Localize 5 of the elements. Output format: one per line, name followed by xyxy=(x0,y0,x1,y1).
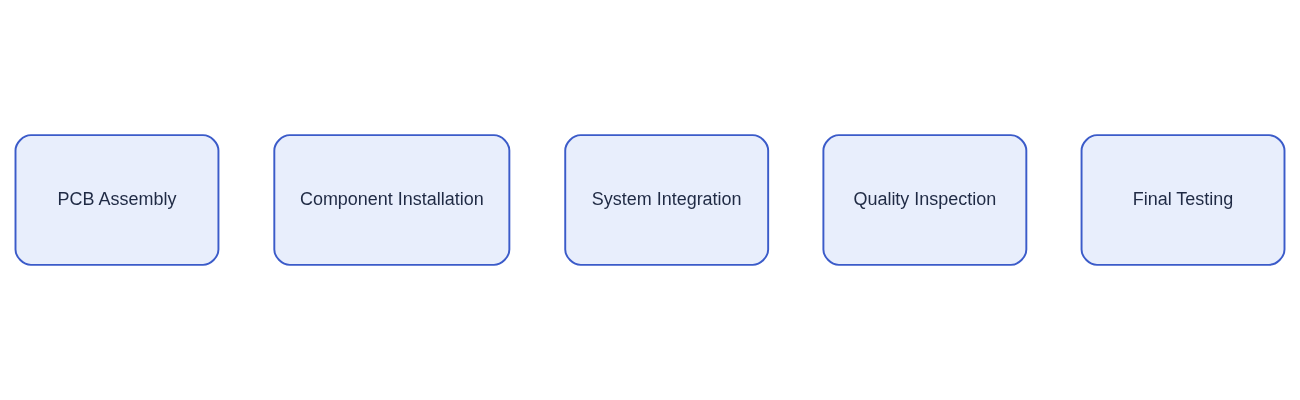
node-box: System Integration xyxy=(564,134,770,266)
node-box: Component Installation xyxy=(273,134,511,266)
node-box: Final Testing xyxy=(1080,134,1286,266)
node-box: PCB Assembly xyxy=(14,134,220,266)
node-box: Quality Inspection xyxy=(822,134,1028,266)
